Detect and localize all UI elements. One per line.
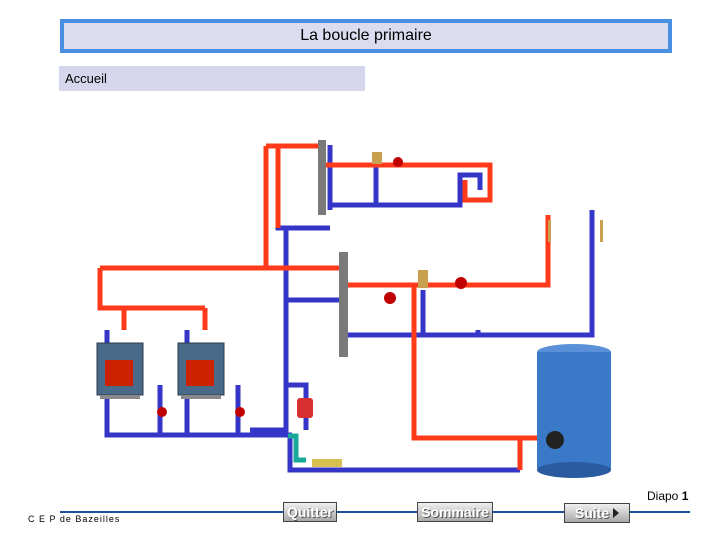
- footer-credit: C E P de Bazeilles: [28, 514, 121, 524]
- slide-prefix: Diapo: [647, 489, 679, 503]
- boiler-1: [96, 342, 144, 399]
- hot-water-tank: [537, 344, 611, 478]
- three-way-valve-icon: [418, 270, 428, 288]
- next-label: Suite: [574, 505, 610, 521]
- slide-title: La boucle primaire: [60, 19, 672, 53]
- hydraulic-diagram: [96, 140, 611, 478]
- expansion-pipe: [288, 433, 306, 463]
- play-arrow-icon: [613, 508, 620, 518]
- pump-icon: [455, 277, 467, 289]
- slide-title-text: La boucle primaire: [300, 27, 432, 44]
- quit-button[interactable]: Quitter: [283, 502, 337, 522]
- breadcrumb-accueil[interactable]: Accueil: [59, 66, 365, 91]
- pump-icon: [384, 292, 396, 304]
- pump-icon: [393, 157, 403, 167]
- expansion-vessel: [297, 398, 313, 418]
- collector-lower: [339, 252, 348, 357]
- collector-upper: [318, 140, 326, 215]
- next-button[interactable]: Suite: [564, 503, 630, 523]
- slide-indicator: Diapo 1: [647, 489, 688, 503]
- boiler-2: [177, 342, 225, 399]
- summary-button[interactable]: Sommaire: [417, 502, 493, 522]
- pump-icon: [157, 407, 167, 417]
- thermometer-icon: [548, 220, 551, 242]
- footer-divider: [60, 511, 690, 513]
- three-way-valve-icon: [372, 152, 382, 164]
- slide-number: 1: [681, 489, 689, 503]
- safety-group-icon: [312, 459, 342, 467]
- pump-icon: [235, 407, 245, 417]
- thermometer-icon: [600, 220, 603, 242]
